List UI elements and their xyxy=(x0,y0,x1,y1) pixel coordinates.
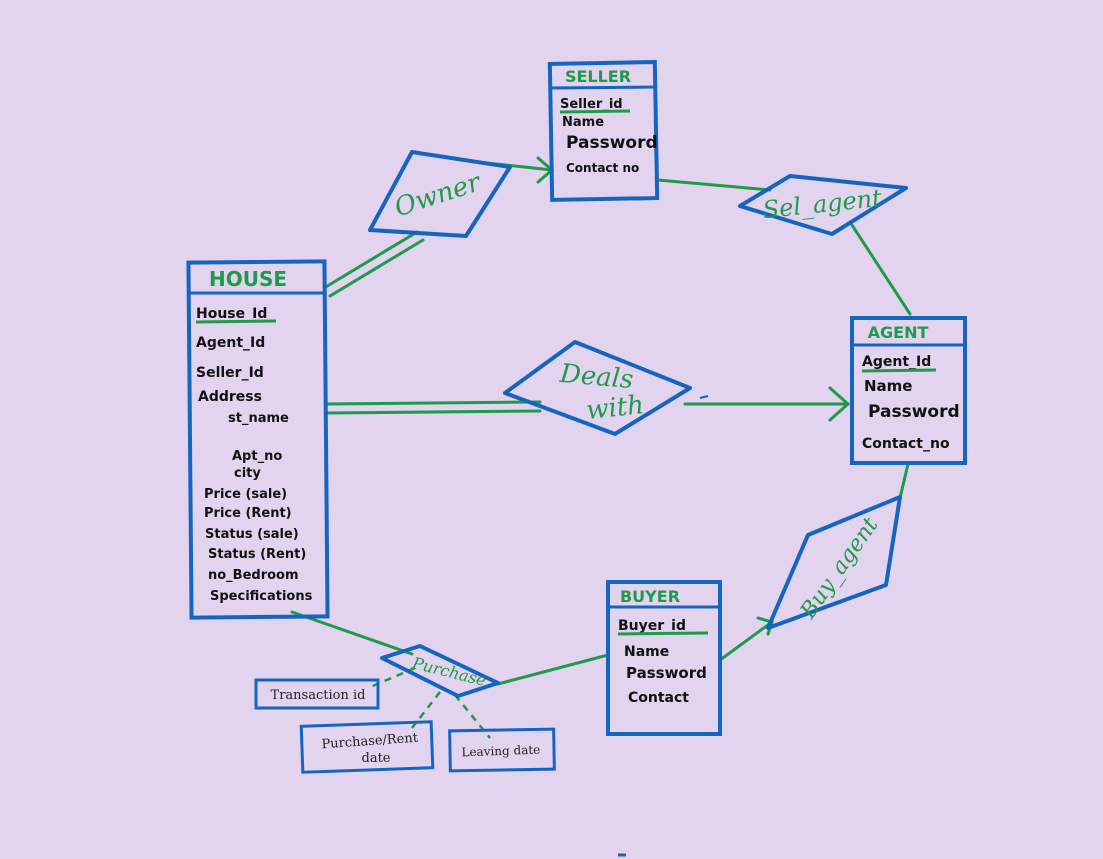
agent-box xyxy=(850,316,967,465)
connector-house-dealswith-2 xyxy=(326,409,542,415)
buyer-box xyxy=(606,580,722,736)
buyer-entity: BUYER Buyer_id Name Password Contact xyxy=(606,580,722,736)
dash-purchase-leavingdate xyxy=(454,694,491,739)
leaving-date-label: Leaving date xyxy=(461,743,540,760)
buyer-attr-3: Contact xyxy=(628,690,689,706)
agent-title: AGENT xyxy=(868,323,929,342)
purchase-rent-date-attr: Purchase/Rent date xyxy=(299,720,435,774)
connector-selagent-agent xyxy=(848,220,912,316)
seller-attr-3: Contact no xyxy=(566,161,639,175)
house-attr-7: Price (sale) xyxy=(204,487,287,502)
owner-diamond xyxy=(368,150,512,238)
house-attr-3: Address xyxy=(198,389,262,405)
connector-seller-selagent xyxy=(656,178,772,192)
transaction-id-label: Transaction id xyxy=(271,688,366,703)
connector-house-dealswith-1 xyxy=(326,400,542,406)
relationships xyxy=(368,150,908,698)
house-entity: HOUSE House_Id Agent_Id Seller_Id Addres… xyxy=(186,259,330,620)
house-attr-0: House_Id xyxy=(196,306,267,322)
owner-label: Owner xyxy=(391,167,486,223)
buyer-key-underline xyxy=(617,631,709,636)
deals-with-diamond xyxy=(503,340,692,436)
house-attr-8: Price (Rent) xyxy=(204,506,292,521)
buy-agent-label: Buy_agent xyxy=(795,513,883,624)
seller-entity: SELLER Seller_id Name Password Contact n… xyxy=(547,60,660,202)
leaving-date-attr: Leaving date xyxy=(448,727,556,773)
seller-attr-1: Name xyxy=(562,115,604,130)
house-attr-12: Specifications xyxy=(210,589,313,604)
attr-connectors xyxy=(367,666,491,739)
seller-attr-2: Password xyxy=(566,133,658,153)
house-box xyxy=(186,259,330,620)
buyer-attr-2: Password xyxy=(626,664,707,682)
agent-attr-0: Agent_Id xyxy=(862,354,931,370)
purchase-rent-date-label-1: Purchase/Rent xyxy=(321,731,419,753)
seller-key-underline xyxy=(559,109,631,114)
sel-agent-diamond xyxy=(738,174,908,236)
purchase-rent-date-box xyxy=(299,720,435,774)
seller-title: SELLER xyxy=(565,67,631,86)
purchase-rent-date-label-2: date xyxy=(362,751,391,766)
connector-house-purchase xyxy=(290,610,414,656)
house-attr-11: no_Bedroom xyxy=(208,568,299,583)
transaction-id-attr: Transaction id xyxy=(254,678,380,710)
leaving-date-box xyxy=(448,727,556,773)
agent-attr-2: Password xyxy=(868,402,960,422)
connector-house-owner-2 xyxy=(328,238,425,298)
house-attr-4: st_name xyxy=(228,411,289,426)
connector-buyagent-buyer xyxy=(718,620,774,662)
house-attr-9: Status (sale) xyxy=(205,527,299,542)
stray-mark-1 xyxy=(699,395,709,399)
connector-house-owner-1 xyxy=(322,230,419,290)
house-attr-1: Agent_Id xyxy=(196,335,265,351)
connector-purchase-buyer xyxy=(496,653,610,686)
seller-divider xyxy=(550,85,657,90)
buyer-title: BUYER xyxy=(620,587,680,606)
agent-attr-3: Contact_no xyxy=(862,436,950,452)
buyer-attr-1: Name xyxy=(624,644,669,660)
deals-with-label-1: Deals xyxy=(558,359,635,395)
house-attr-6: city xyxy=(234,466,261,481)
dash-purchase-transaction xyxy=(367,666,416,690)
purchase-diamond xyxy=(380,644,500,698)
house-key-underline xyxy=(195,319,277,324)
buyer-attr-0: Buyer_id xyxy=(618,618,686,634)
agent-key-underline xyxy=(861,368,937,373)
house-title: HOUSE xyxy=(209,267,287,291)
deals-with-label-2: with xyxy=(585,390,646,426)
house-attr-10: Status (Rent) xyxy=(208,547,306,562)
house-attr-2: Seller_Id xyxy=(196,365,264,381)
transaction-id-box xyxy=(254,678,380,710)
sel-agent-label: Sel_agent xyxy=(761,184,883,224)
connector-agent-buyagent xyxy=(898,462,910,500)
house-attr-5: Apt_no xyxy=(232,449,282,464)
agent-entity: AGENT Agent_Id Name Password Contact_no xyxy=(850,316,967,465)
seller-box xyxy=(547,60,660,202)
buy-agent-diamond xyxy=(766,495,902,630)
seller-attr-0: Seller_id xyxy=(560,97,623,112)
arrowhead-agent xyxy=(828,386,851,422)
agent-attr-1: Name xyxy=(864,377,912,395)
